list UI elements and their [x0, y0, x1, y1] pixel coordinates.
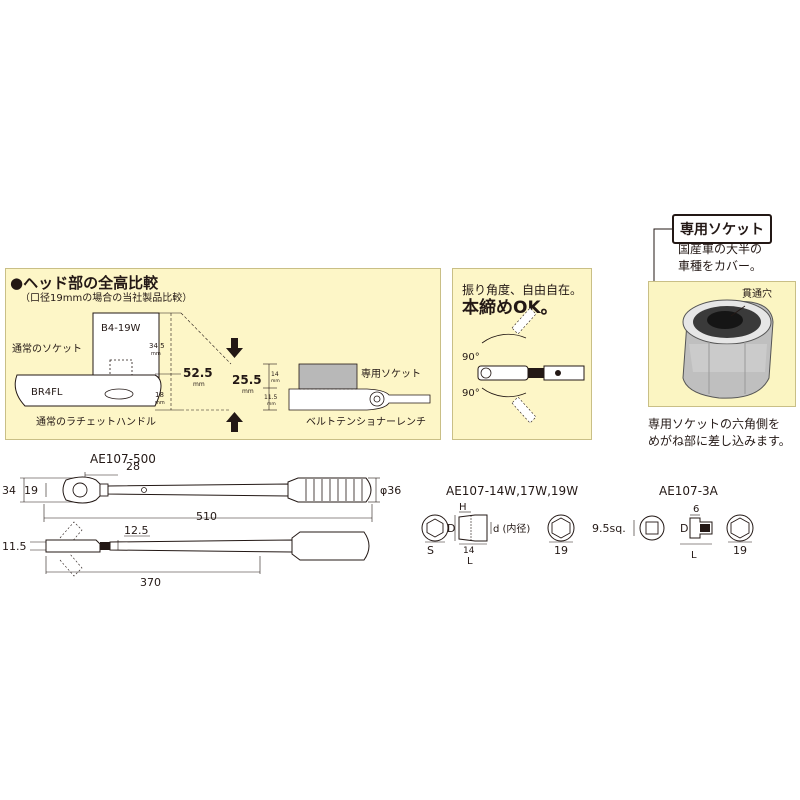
svg-text:19: 19: [24, 484, 38, 497]
svg-text:19: 19: [554, 544, 568, 557]
socket-callout-title: 専用ソケット: [672, 214, 772, 244]
socket-dimension-drawing: S D H d (内径) 14 L 19: [421, 502, 575, 567]
adapter-dimension-drawing: 9.5sq. D 6 L 19: [592, 504, 754, 561]
handle-model-label: BR4FL: [31, 387, 63, 398]
callout-connector: [653, 228, 672, 281]
model-main-label: AE107-500: [90, 452, 156, 466]
swing-line1: 振り角度、自由自在。: [462, 283, 583, 297]
svg-text:14: 14: [271, 371, 279, 378]
wrench-side-head: [45, 539, 101, 553]
svg-text:34: 34: [2, 484, 16, 497]
total-height-normal: 52.5: [183, 366, 213, 380]
belt-tensioner-wrench-shape: [288, 388, 431, 411]
model-socket-label: AE107-14W,17W,19W: [446, 484, 579, 498]
main-wrench-drawing: 28 34 19 φ36 510 11.5 12.5 370: [2, 460, 401, 589]
wrench-label: ベルトテンショナーレンチ: [306, 417, 426, 428]
comparison-title: ●ヘッド部の全高比較: [10, 274, 159, 292]
total-height-special: 25.5: [232, 373, 262, 387]
svg-text:mm: mm: [155, 400, 165, 406]
socket-side-shape: [458, 514, 488, 542]
svg-text:mm: mm: [242, 388, 254, 395]
hole-label: 貫通穴: [742, 289, 772, 300]
socket-caption2: めがね部に差し込みます。: [648, 434, 791, 448]
svg-text:12.5: 12.5: [124, 524, 149, 537]
svg-text:14: 14: [463, 546, 475, 556]
svg-text:11.5: 11.5: [2, 540, 27, 553]
svg-text:L: L: [691, 550, 697, 561]
socket-caption1: 専用ソケットの六角側を: [648, 417, 781, 431]
socket-photo-panel: [648, 281, 796, 407]
svg-text:mm: mm: [267, 402, 276, 407]
svg-text:34.5: 34.5: [149, 342, 165, 350]
special-socket-label: 専用ソケット: [361, 369, 421, 380]
socket-callout-desc2: 車種をカバー。: [678, 259, 762, 273]
arrow-up-icon: [226, 412, 243, 432]
svg-text:d (内径): d (内径): [493, 522, 530, 535]
normal-socket-label: 通常のソケット: [12, 344, 82, 355]
swing-angle-diagram: 90° 90°: [462, 307, 585, 424]
svg-text:9.5sq.: 9.5sq.: [592, 522, 626, 535]
svg-text:S: S: [427, 544, 434, 557]
svg-text:H: H: [459, 502, 467, 513]
svg-text:19: 19: [733, 544, 747, 557]
comparison-subtitle: （口径19mmの場合の当社製品比較）: [20, 293, 193, 304]
svg-text:11.5: 11.5: [264, 394, 278, 401]
svg-text:D: D: [447, 522, 455, 535]
svg-text:6: 6: [693, 504, 699, 515]
svg-text:D: D: [680, 522, 688, 535]
svg-text:mm: mm: [193, 381, 205, 388]
normal-handle-label: 通常のラチェットハンドル: [36, 417, 156, 428]
model-adapter-label: AE107-3A: [659, 484, 718, 498]
svg-text:mm: mm: [151, 351, 161, 357]
svg-text:L: L: [467, 556, 473, 567]
svg-text:18: 18: [155, 391, 164, 399]
height-comparison-diagram: B4-19W BR4FL 34.5 mm 18 mm 52.5 mm 25.5 …: [14, 312, 431, 432]
angle-bottom-label: 90°: [462, 388, 480, 399]
arrow-down-icon: [226, 338, 243, 358]
svg-text:28: 28: [126, 460, 140, 473]
svg-text:370: 370: [140, 576, 161, 589]
special-socket-shape: [298, 363, 358, 390]
svg-text:mm: mm: [271, 379, 280, 384]
normal-socket-shape: [92, 312, 160, 380]
height-comparison-panel: [5, 268, 441, 440]
svg-text:φ36: φ36: [380, 484, 401, 497]
socket-model-label: B4-19W: [101, 323, 141, 334]
angle-top-label: 90°: [462, 352, 480, 363]
svg-text:510: 510: [196, 510, 217, 523]
socket-callout-desc1: 国産車の大半の: [678, 242, 763, 256]
